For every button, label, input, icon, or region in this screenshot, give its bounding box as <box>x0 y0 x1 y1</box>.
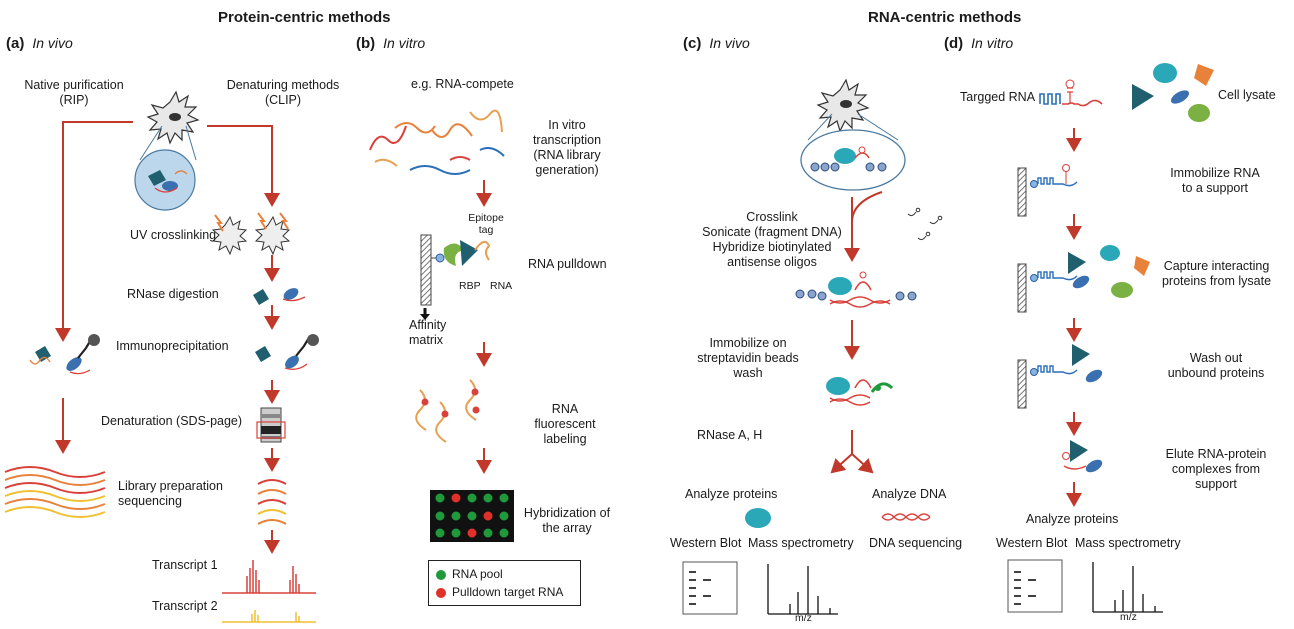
rnase-complex-icon <box>253 288 306 305</box>
labeled-rna-icon <box>415 379 477 443</box>
mz-axis-label-d: m/z <box>1120 611 1137 623</box>
rbp-icon <box>460 240 478 266</box>
uv-crosslinked-cells-icon <box>211 212 291 256</box>
mass-spectrometry-label-c: Mass spectrometry <box>748 536 854 550</box>
western-blot-icon-d <box>1007 559 1063 613</box>
microarray-icon <box>430 490 514 542</box>
oligo-probes-icon <box>907 207 943 241</box>
rnase-digestion-label: RNase digestion <box>127 287 219 301</box>
western-blot-label-d: Western Blot <box>996 536 1068 550</box>
cell-lysate-label: Cell lysate <box>1218 88 1276 102</box>
sds-gel-icon <box>256 407 286 443</box>
analyze-proteins-label-c: Analyze proteins <box>685 487 778 501</box>
mass-spectrum-icon-c <box>767 564 838 615</box>
analyze-dna-label: Analyze DNA <box>872 487 947 501</box>
rnase-ah-label: RNase A, H <box>697 428 763 442</box>
mass-spectrum-icon-d <box>1092 562 1163 613</box>
rip-reads-icon <box>4 466 106 518</box>
rna-library-icon <box>369 109 505 175</box>
rna-centric-heading: RNA-centric methods <box>868 9 1022 26</box>
array-legend: RNA pool Pulldown target RNA <box>428 560 581 606</box>
bead-complex-icon <box>826 377 894 406</box>
hybridized-complex-icon <box>795 271 917 308</box>
denaturing-methods-label: Denaturing methods(CLIP) <box>226 78 340 107</box>
lysate-green <box>1188 104 1210 122</box>
lysate-teal <box>1132 84 1154 110</box>
ip-complex-icon <box>255 334 319 370</box>
rbp-label: RBP <box>459 280 481 292</box>
rna-compete-label: e.g. RNA-compete <box>411 77 514 91</box>
transcript1-label: Transcript 1 <box>152 558 218 572</box>
rip-complex-icon <box>29 334 100 375</box>
immunoprecipitation-label: Immunoprecipitation <box>116 339 229 353</box>
western-blot-icon-c <box>682 561 738 615</box>
rna-pulldown-label: RNA pulldown <box>528 257 607 271</box>
affinity-matrix <box>420 234 432 306</box>
transcript2-peaks <box>222 610 316 623</box>
legend-pulldown-target: Pulldown target RNA <box>436 585 563 599</box>
panel-b-label: (b)In vitro <box>356 35 426 52</box>
transcript2-label: Transcript 2 <box>152 599 218 613</box>
protein-centric-heading: Protein-centric methods <box>218 9 391 26</box>
dna-icon <box>881 513 931 521</box>
dna-sequencing-label: DNA sequencing <box>869 536 963 550</box>
protein-icon-c <box>745 508 771 528</box>
denaturation-label: Denaturation (SDS-page) <box>101 414 243 428</box>
epitope-tag <box>443 243 464 266</box>
lysate-orange <box>1194 64 1214 86</box>
panel-d-label: (d)In vitro <box>944 35 1014 52</box>
transcript1-peaks <box>222 560 316 594</box>
mz-axis-label-c: m/z <box>795 612 812 624</box>
red-dot-icon <box>436 587 446 598</box>
legend-rna-pool: RNA pool <box>436 567 503 581</box>
native-purification-label: Native purification(RIP) <box>24 78 124 107</box>
panel-c-label: (c)In vivo <box>683 35 750 52</box>
clip-reads-icon <box>257 479 287 525</box>
panel-a-label: (a)In vivo <box>6 35 73 52</box>
rna-label: RNA <box>490 280 513 292</box>
western-blot-label-c: Western Blot <box>670 536 742 550</box>
mass-spectrometry-label-d: Mass spectrometry <box>1075 536 1181 550</box>
tagged-rna-label: Targged RNA <box>960 90 1036 104</box>
analyze-proteins-label-d: Analyze proteins <box>1026 512 1119 526</box>
tagged-rna-icon <box>1039 93 1061 105</box>
lysate-cyan <box>1153 63 1177 83</box>
lysate-blue <box>1170 90 1190 104</box>
uv-crosslinking-label: UV crosslinking <box>130 228 217 242</box>
green-dot-icon <box>436 569 446 580</box>
